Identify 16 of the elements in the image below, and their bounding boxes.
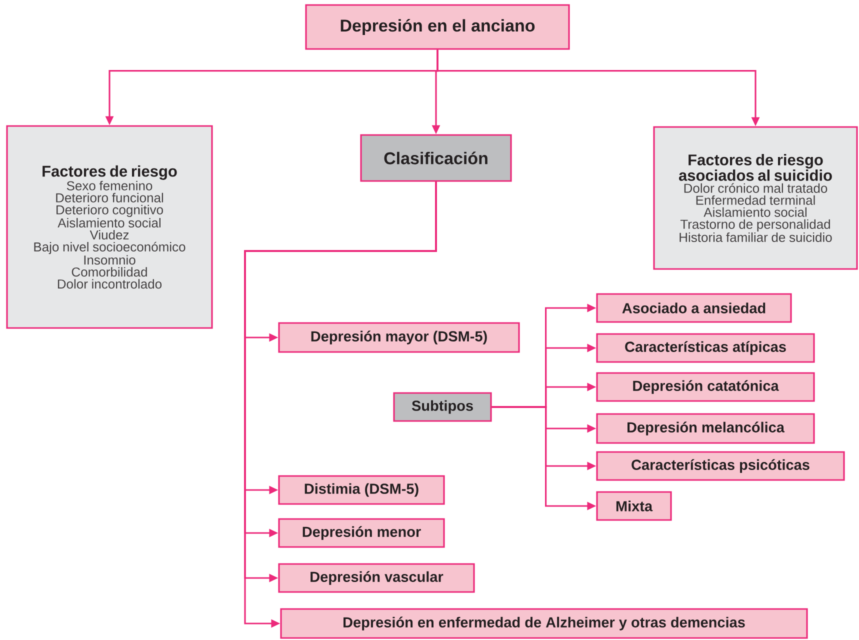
category-box: Distimia (DSM-5) bbox=[278, 475, 445, 505]
category-box: Depresión mayor (DSM-5) bbox=[278, 322, 520, 353]
list-box: Factores de riesgo Sexo femenino Deterioro funcional Deterioro cognitivo Aislamiento social Viudez Bajo nivel socioeconómico Insomnio Comorbilidad Dolor incontrolado bbox=[6, 125, 213, 329]
category-box: Asociado a ansiedad bbox=[596, 293, 792, 323]
list-box: Factores de riesgo asociados al suicidio Dolor crónico mal tratado Enfermedad terminal Aislamiento social Trastorno de personalidad Historia familiar de suicidio bbox=[653, 126, 858, 270]
category-box: Depresión en el anciano bbox=[305, 4, 570, 50]
group-box: Subtipos bbox=[393, 392, 492, 422]
category-box: Depresión catatónica bbox=[596, 372, 815, 402]
category-box: Características atípicas bbox=[596, 333, 815, 363]
category-box: Características psicóticas bbox=[596, 451, 845, 481]
category-box: Depresión melancólica bbox=[596, 413, 815, 444]
category-box: Depresión menor bbox=[278, 518, 445, 548]
category-box: Mixta bbox=[596, 491, 672, 521]
group-box: Clasificación bbox=[360, 134, 512, 182]
category-box: Depresión vascular bbox=[278, 563, 475, 593]
category-box: Depresión en enfermedad de Alzheimer y otras demencias bbox=[280, 608, 808, 639]
